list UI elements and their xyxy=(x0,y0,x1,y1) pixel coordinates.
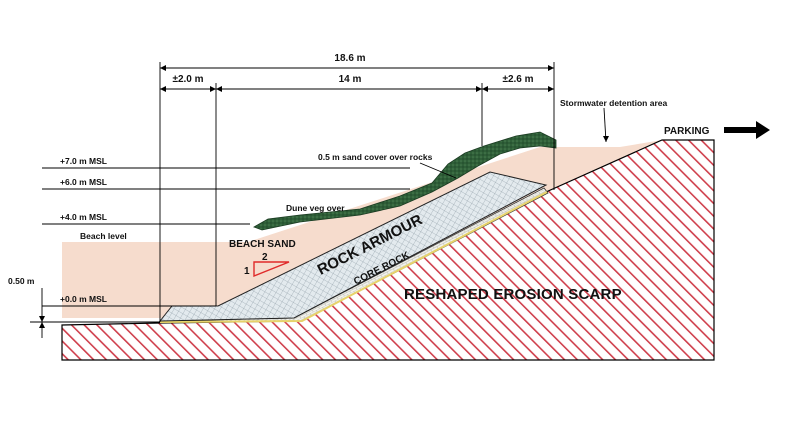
slope-rise-label: 1 xyxy=(244,266,250,277)
dimension-lines xyxy=(159,62,555,322)
level-0-label: +0.0 m MSL xyxy=(60,294,107,304)
left-width-label: ±2.0 m xyxy=(172,74,203,85)
overall-width-label: 18.6 m xyxy=(334,53,365,64)
offset-label: 0.50 m xyxy=(8,276,35,286)
parking-label: PARKING xyxy=(664,126,710,137)
level-4-label: +4.0 m MSL xyxy=(60,212,107,222)
level-7-label: +7.0 m MSL xyxy=(60,156,107,166)
middle-width-label: 14 m xyxy=(339,74,362,85)
sand-cover-callout: 0.5 m sand cover over rocks xyxy=(318,152,433,162)
dune-vegetation xyxy=(253,131,557,231)
right-width-label: ±2.6 m xyxy=(502,74,533,85)
level-6-label: +6.0 m MSL xyxy=(60,177,107,187)
slope-marker xyxy=(253,261,290,278)
scarp-label: RESHAPED EROSION SCARP xyxy=(404,286,622,303)
level-lines xyxy=(30,167,410,338)
leader-lines xyxy=(419,107,609,179)
stormwater-callout: Stormwater detention area xyxy=(560,98,667,108)
beach-sand-label: BEACH SAND xyxy=(229,239,296,250)
slope-run-label: 2 xyxy=(262,252,268,263)
beach-level-label: Beach level xyxy=(80,231,127,241)
parking-arrow xyxy=(724,121,770,139)
filter-layer xyxy=(159,191,548,323)
dune-veg-callout: Dune veg over xyxy=(286,203,345,213)
